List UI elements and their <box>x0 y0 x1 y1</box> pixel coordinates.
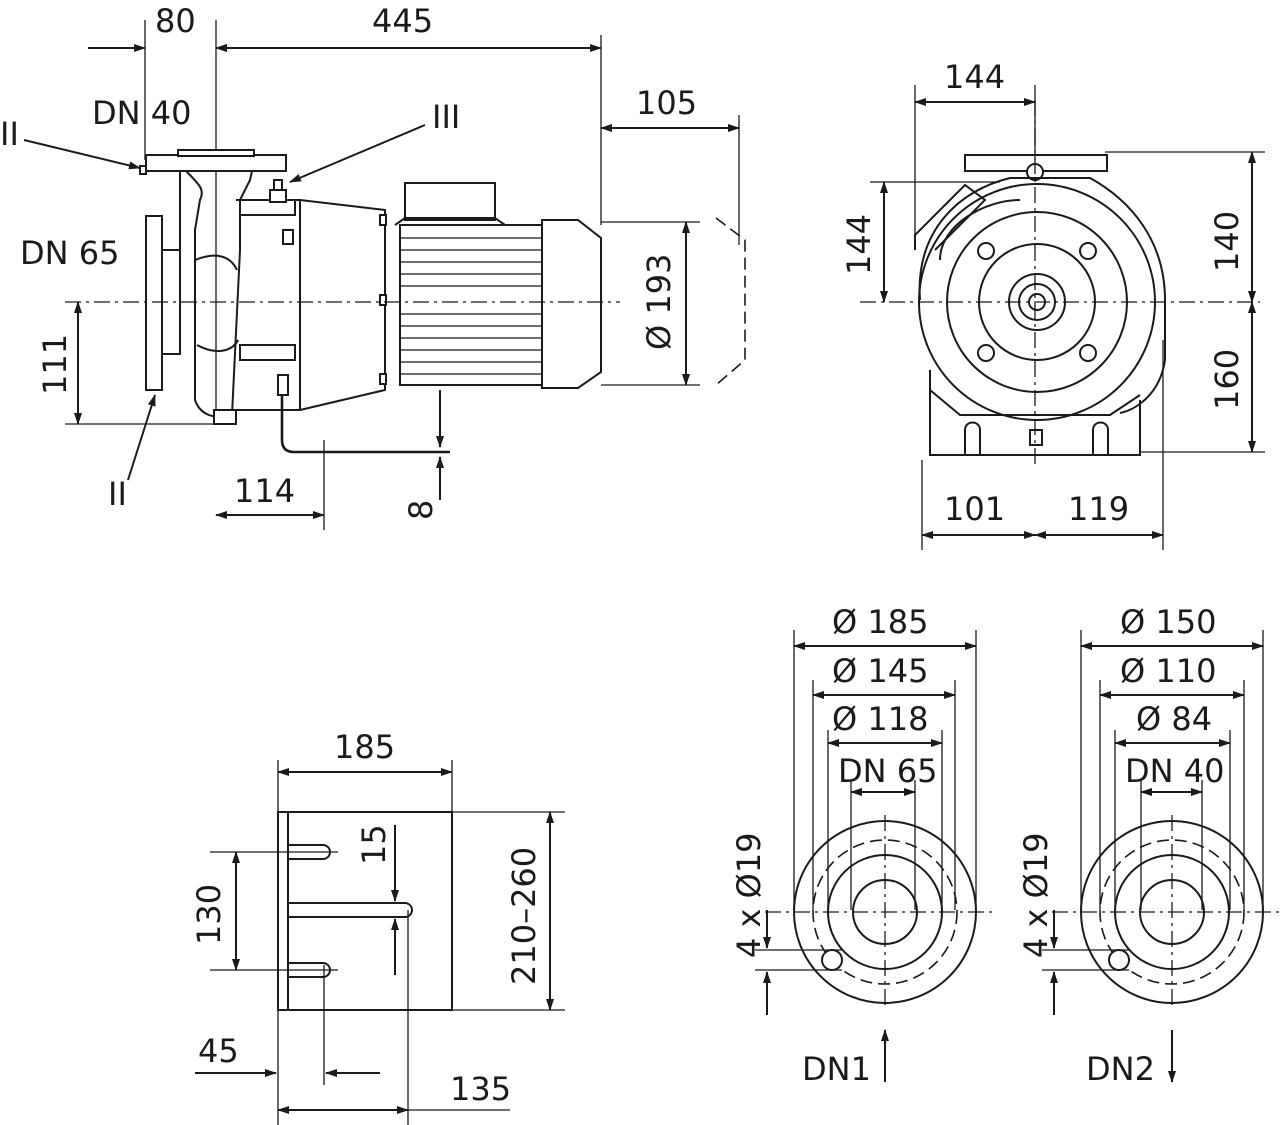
dim-motor-diameter: Ø 193 <box>640 254 678 350</box>
dn1-nominal-label: DN 65 <box>838 752 937 790</box>
dn2-outer-diameter: Ø 150 <box>1120 603 1216 641</box>
dim-111-label: 111 <box>36 334 74 395</box>
dim-80-label: 80 <box>155 2 196 40</box>
dim-210-260-label: 210–260 <box>505 847 543 985</box>
label-dn65: DN 65 <box>20 234 119 272</box>
dim-140-label: 140 <box>1208 211 1246 272</box>
dim-114-label: 114 <box>234 472 295 510</box>
label-vent-iii: III <box>432 98 460 136</box>
dn2-nominal-label: DN 40 <box>1125 752 1224 790</box>
motor-body <box>399 224 543 386</box>
dn1-label: DN1 <box>802 1050 871 1088</box>
dn2-raised-diameter: Ø 84 <box>1136 700 1212 738</box>
dim-45-label: 45 <box>198 1032 239 1070</box>
dim-105-label: 105 <box>636 84 697 122</box>
flange-dn1-view: Ø 185 Ø 145 Ø 118 DN 65 4 x Ø19 DN1 <box>730 603 995 1088</box>
dn2-label: DN2 <box>1086 1050 1155 1088</box>
dim-135-label: 135 <box>450 1070 511 1108</box>
label-vent-ii: II <box>0 115 19 153</box>
dn1-outer-diameter: Ø 185 <box>832 603 928 641</box>
dn1-holes-label: 4 x Ø19 <box>730 832 768 958</box>
dn2-holes-label: 4 x Ø19 <box>1017 832 1055 958</box>
base-plate-view: 185 130 15 210–260 45 135 <box>190 728 565 1125</box>
dim-160-label: 160 <box>1208 349 1246 410</box>
dn1-raised-diameter: Ø 118 <box>832 700 928 738</box>
dim-101-label: 101 <box>944 490 1005 528</box>
dim-8-label: 8 <box>402 500 440 520</box>
dim-15-label: 15 <box>355 824 393 865</box>
dim-185-label: 185 <box>334 728 395 766</box>
dim-119-label: 119 <box>1068 490 1129 528</box>
label-drain-ii: II <box>108 475 127 513</box>
dim-144-side-label: 144 <box>840 214 878 275</box>
flange-dn2-view: Ø 150 Ø 110 Ø 84 DN 40 4 x Ø19 DN2 <box>1017 603 1280 1088</box>
front-view: 144 144 140 160 101 119 <box>840 58 1265 550</box>
dn1-pitch-diameter: Ø 145 <box>832 652 928 690</box>
side-view: 80 445 105 DN 40 DN 65 II III II <box>0 2 746 530</box>
dim-445-label: 445 <box>372 2 433 40</box>
dim-144-top-label: 144 <box>944 58 1005 96</box>
dn2-pitch-diameter: Ø 110 <box>1120 652 1216 690</box>
dim-130-label: 130 <box>190 884 228 945</box>
label-dn40: DN 40 <box>92 94 191 132</box>
